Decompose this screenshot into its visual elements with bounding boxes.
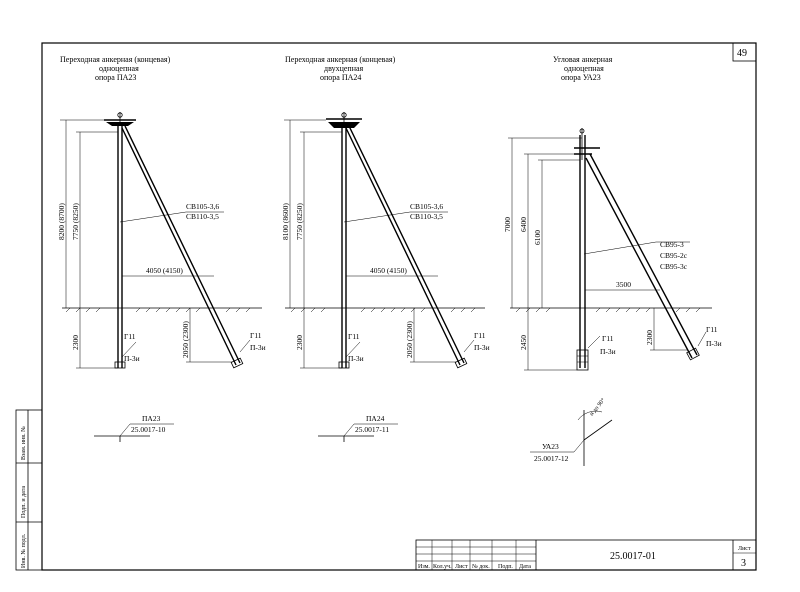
stamp-col-sign: Подп.	[498, 564, 513, 570]
pa24-title-3: опора ПА24	[320, 73, 361, 82]
pa23-title-2: одноцепная	[99, 64, 139, 73]
pa23-dim-mid: 7750 (8250)	[71, 203, 80, 240]
ua23-dim-strut-depth: 2300	[645, 330, 654, 345]
pa24-strut-label-1: СВ105-3,6	[410, 202, 443, 211]
drawing-ua23: Угловая анкерная одноцепная опора УА23 7…	[503, 55, 722, 466]
ua23-dim-span: 3500	[616, 280, 631, 289]
pa23-dim-total: 8200 (8700)	[57, 203, 66, 240]
ua23-strut-label-2: СВ95-2с	[660, 251, 688, 260]
pa23-title-3: опора ПА23	[95, 73, 136, 82]
pa24-footing-label-1: Г11	[348, 332, 360, 341]
pa24-plan-code: ПА24	[366, 414, 385, 423]
pa24-strut-label-2: СВ110-3,5	[410, 212, 443, 221]
ua23-strut-footing-label-1: Г11	[706, 325, 718, 334]
pa23-dim-span: 4050 (4150)	[146, 266, 183, 275]
strip-label-inv: Инв. № подл.	[21, 533, 27, 568]
sheet-number-box	[732, 42, 757, 62]
ua23-strut-label-1: СВ95-3	[660, 240, 684, 249]
stamp-col-rev: Изм.	[418, 564, 430, 570]
pa24-dim-below: 2300	[295, 335, 304, 350]
pa23-strut-footing-label-1: Г11	[250, 331, 262, 340]
pa23-strut-label-1: СВ105-3,6	[186, 202, 219, 211]
pa23-dim-strut-depth: 2050 (2300)	[181, 321, 190, 358]
pa23-dim-below: 2300	[71, 335, 80, 350]
ua23-dim-mid: 6400	[519, 217, 528, 232]
ua23-plan-angle: α до 90°	[588, 397, 607, 418]
pa23-plan-code: ПА23	[142, 414, 161, 423]
stamp-col-qty: Кол.уч.	[433, 564, 452, 570]
stamp-col-doc: № док.	[472, 564, 490, 570]
pa24-dim-span: 4050 (4150)	[370, 266, 407, 275]
stamp-sheet-label: Лист	[738, 546, 751, 552]
ua23-footing-label-2: П-3и	[600, 347, 616, 356]
ua23-footing-label-1: Г11	[602, 334, 614, 343]
left-strip: Взам. инв. № Подп. и дата Инв. № подл.	[15, 409, 43, 571]
stamp-doc-code: 25.0017-01	[610, 551, 656, 562]
drawing-pa23: Переходная анкерная (концевая) одноцепна…	[57, 55, 266, 442]
stamp-sheet-value: 3	[741, 558, 746, 569]
drawing-pa24: Переходная анкерная (концевая) двухцепна…	[281, 55, 490, 442]
pa23-strut-footing-label-2: П-3и	[250, 343, 266, 352]
ua23-plan-code: УА23	[542, 442, 559, 451]
pa23-strut-label-2: СВ110-3,5	[186, 212, 219, 221]
pa23-title-1: Переходная анкерная (концевая)	[60, 55, 171, 64]
pa24-title-2: двухцепная	[324, 64, 364, 73]
pa24-footing-label-2: П-3и	[348, 354, 364, 363]
pa24-plan-ref: 25.0017-11	[355, 425, 389, 434]
ua23-dim-below: 2450	[519, 335, 528, 350]
sheet-frame	[41, 42, 757, 571]
stamp-col-sheet: Лист	[455, 564, 468, 570]
title-block: Изм. Кол.уч. Лист № док. Подп. Дата 25.0…	[415, 539, 757, 571]
sheet-number: 49	[737, 48, 747, 59]
pa24-dim-mid: 7750 (8250)	[295, 203, 304, 240]
pa24-strut-footing-label-2: П-3и	[474, 343, 490, 352]
ua23-dim-mid2: 6100	[533, 230, 542, 245]
ua23-dim-total: 7000	[503, 217, 512, 232]
pa24-strut-footing-label-1: Г11	[474, 331, 486, 340]
strip-label-sign: Подп. и дата	[21, 486, 27, 518]
ua23-plan-ref: 25.0017-12	[534, 454, 569, 463]
pa24-title-1: Переходная анкерная (концевая)	[285, 55, 396, 64]
pa23-footing-label-1: Г11	[124, 332, 136, 341]
strip-label-replace: Взам. инв. №	[21, 426, 27, 460]
ua23-strut-label-3: СВ95-3с	[660, 262, 688, 271]
pa23-footing-label-2: П-3и	[124, 354, 140, 363]
ua23-title-2: одноцепная	[564, 64, 604, 73]
stamp-col-date: Дата	[519, 564, 531, 570]
ua23-title-1: Угловая анкерная	[553, 55, 613, 64]
pa24-dim-total: 8100 (8600)	[281, 203, 290, 240]
pa24-dim-strut-depth: 2050 (2300)	[405, 321, 414, 358]
ua23-strut-footing-label-2: П-3и	[706, 339, 722, 348]
pa23-plan-ref: 25.0017-10	[131, 425, 166, 434]
ua23-title-3: опора УА23	[561, 73, 601, 82]
